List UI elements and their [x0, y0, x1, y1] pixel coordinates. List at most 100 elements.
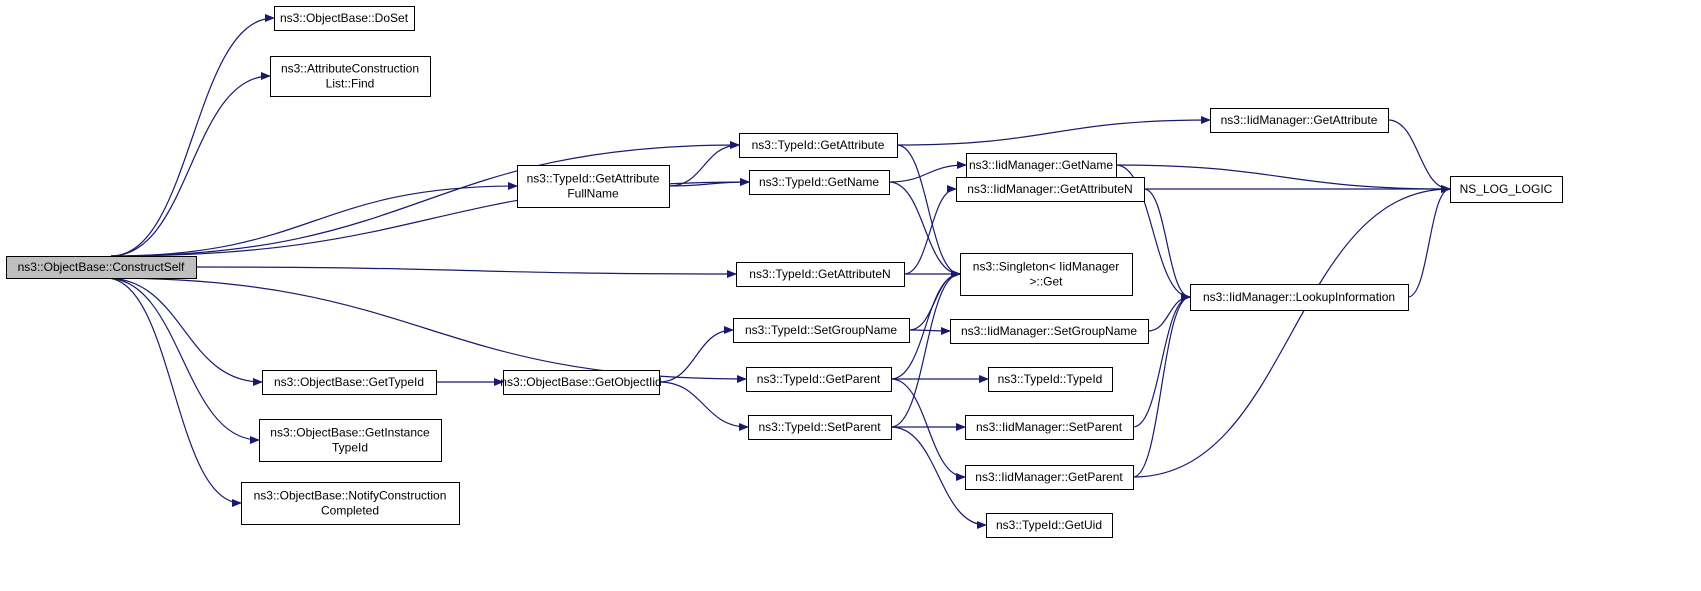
edge-getattrfull-to-getname — [668, 178, 750, 187]
node-label: ns3::IidManager::GetAttributeN — [967, 182, 1132, 196]
node-label: ns3::TypeId::GetAttributeN — [749, 267, 890, 281]
call-edge — [110, 141, 740, 257]
node-box — [748, 415, 892, 440]
node-ns_log[interactable]: NS_LOG_LOGIC — [1450, 176, 1563, 203]
node-iid_getattrn[interactable]: ns3::IidManager::GetAttributeN — [956, 177, 1145, 202]
call-edge — [110, 72, 271, 257]
node-setparent[interactable]: ns3::TypeId::SetParent — [748, 415, 892, 440]
edge-construct_self-to-doset — [110, 14, 275, 257]
call-edge — [668, 141, 740, 187]
node-getparent[interactable]: ns3::TypeId::GetParent — [746, 367, 892, 392]
call-edge — [1147, 293, 1191, 332]
edge-construct_self-to-getattribute — [110, 141, 740, 257]
call-edge — [1115, 164, 1191, 301]
call-edge — [195, 266, 737, 278]
edge-construct_self-to-getattrn — [195, 266, 737, 278]
edge-getattribute-to-singleton — [896, 144, 961, 278]
node-box — [270, 56, 431, 97]
node-box — [259, 419, 442, 462]
node-getattribute[interactable]: ns3::TypeId::GetAttribute — [739, 133, 898, 158]
edge-getname-to-singleton — [888, 181, 961, 278]
call-edge — [1407, 185, 1451, 298]
node-label: ns3::ObjectBase::GetInstance — [270, 426, 430, 440]
edge-iid_getname-to-lookup — [1115, 164, 1191, 301]
call-edge — [658, 326, 734, 383]
call-edge — [890, 270, 961, 428]
call-edge — [105, 277, 263, 386]
node-getuid[interactable]: ns3::TypeId::GetUid — [986, 513, 1113, 538]
call-edge — [908, 326, 951, 335]
node-label: ns3::ObjectBase::GetTypeId — [274, 375, 424, 389]
node-doset[interactable]: ns3::ObjectBase::DoSet — [274, 6, 415, 31]
call-edge — [1143, 188, 1191, 301]
nodes-layer: ns3::ObjectBase::ConstructSelfns3::Objec… — [6, 6, 1563, 538]
node-typeid_ctor[interactable]: ns3::TypeId::TypeId — [988, 367, 1113, 392]
node-getobjectiid[interactable]: ns3::ObjectBase::GetObjectIid — [500, 370, 662, 395]
edge-construct_self-to-find — [110, 72, 271, 257]
node-label: ns3::TypeId::GetName — [759, 175, 879, 189]
edge-getattribute-to-iid_getattribute — [896, 116, 1211, 146]
node-label: ns3::ObjectBase::ConstructSelf — [18, 260, 185, 274]
edge-construct_self-to-getparent — [105, 277, 747, 383]
node-label: TypeId — [332, 441, 368, 455]
node-box — [986, 513, 1113, 538]
edge-setparent-to-getuid — [890, 426, 987, 529]
call-edge — [1132, 293, 1191, 478]
node-label: ns3::TypeId::SetParent — [758, 420, 881, 434]
node-box — [956, 177, 1145, 202]
node-label: ns3::TypeId::GetParent — [757, 372, 881, 386]
call-edge — [105, 277, 747, 383]
node-box — [1450, 176, 1563, 203]
node-label: ns3::IidManager::LookupInformation — [1203, 290, 1395, 304]
edge-construct_self-to-getinstance — [105, 277, 260, 444]
node-label: ns3::ObjectBase::NotifyConstruction — [254, 489, 447, 503]
call-edge — [110, 182, 518, 257]
node-box — [965, 415, 1134, 440]
node-label: >::Get — [1029, 275, 1063, 289]
node-gettypeid[interactable]: ns3::ObjectBase::GetTypeId — [262, 370, 437, 395]
node-iid_getattribute[interactable]: ns3::IidManager::GetAttribute — [1210, 108, 1389, 133]
edge-getobjectiid-to-setparent — [658, 381, 749, 431]
node-box — [241, 482, 460, 525]
node-getattrn[interactable]: ns3::TypeId::GetAttributeN — [736, 262, 905, 287]
node-notify[interactable]: ns3::ObjectBase::NotifyConstructionCompl… — [241, 482, 460, 525]
edge-iid_setgroupname-to-lookup — [1147, 293, 1191, 332]
edge-construct_self-to-getattrfull — [110, 182, 518, 257]
node-iid_getparent[interactable]: ns3::IidManager::GetParent — [965, 465, 1134, 490]
edge-getobjectiid-to-setgroupname — [658, 326, 734, 383]
node-getname[interactable]: ns3::TypeId::GetName — [749, 170, 890, 195]
node-box — [988, 367, 1113, 392]
node-singleton[interactable]: ns3::Singleton< IidManager>::Get — [960, 253, 1133, 296]
edge-getname-to-iid_getname — [888, 161, 967, 183]
edge-iid_getname-to-ns_log — [1115, 164, 1451, 193]
node-label: FullName — [567, 187, 619, 201]
call-edge — [890, 378, 966, 481]
edge-getparent-to-iid_getparent — [890, 378, 966, 481]
call-edge — [658, 381, 749, 431]
edge-iid_getattrn-to-lookup — [1143, 188, 1191, 301]
node-box — [739, 133, 898, 158]
node-iid_getname[interactable]: ns3::IidManager::GetName — [966, 153, 1117, 178]
node-label: NS_LOG_LOGIC — [1460, 182, 1553, 196]
node-iid_setgroupname[interactable]: ns3::IidManager::SetGroupName — [950, 319, 1149, 344]
node-setgroupname[interactable]: ns3::TypeId::SetGroupName — [733, 318, 910, 343]
node-construct_self: ns3::ObjectBase::ConstructSelf — [6, 256, 197, 279]
node-label: ns3::IidManager::GetName — [969, 158, 1113, 172]
edge-iid_setparent-to-lookup — [1132, 293, 1191, 428]
node-box — [517, 165, 670, 208]
edge-getattrfull-to-getattribute — [668, 141, 740, 187]
call-edge — [888, 181, 961, 278]
node-box — [262, 370, 437, 395]
edge-setparent-to-singleton — [890, 270, 961, 428]
call-edge — [105, 277, 260, 444]
call-edge — [890, 426, 987, 529]
call-edge — [1115, 164, 1451, 193]
node-box — [1190, 284, 1409, 311]
node-iid_setparent[interactable]: ns3::IidManager::SetParent — [965, 415, 1134, 440]
call-edge — [896, 116, 1211, 146]
node-lookup[interactable]: ns3::IidManager::LookupInformation — [1190, 284, 1409, 311]
node-box — [950, 319, 1149, 344]
